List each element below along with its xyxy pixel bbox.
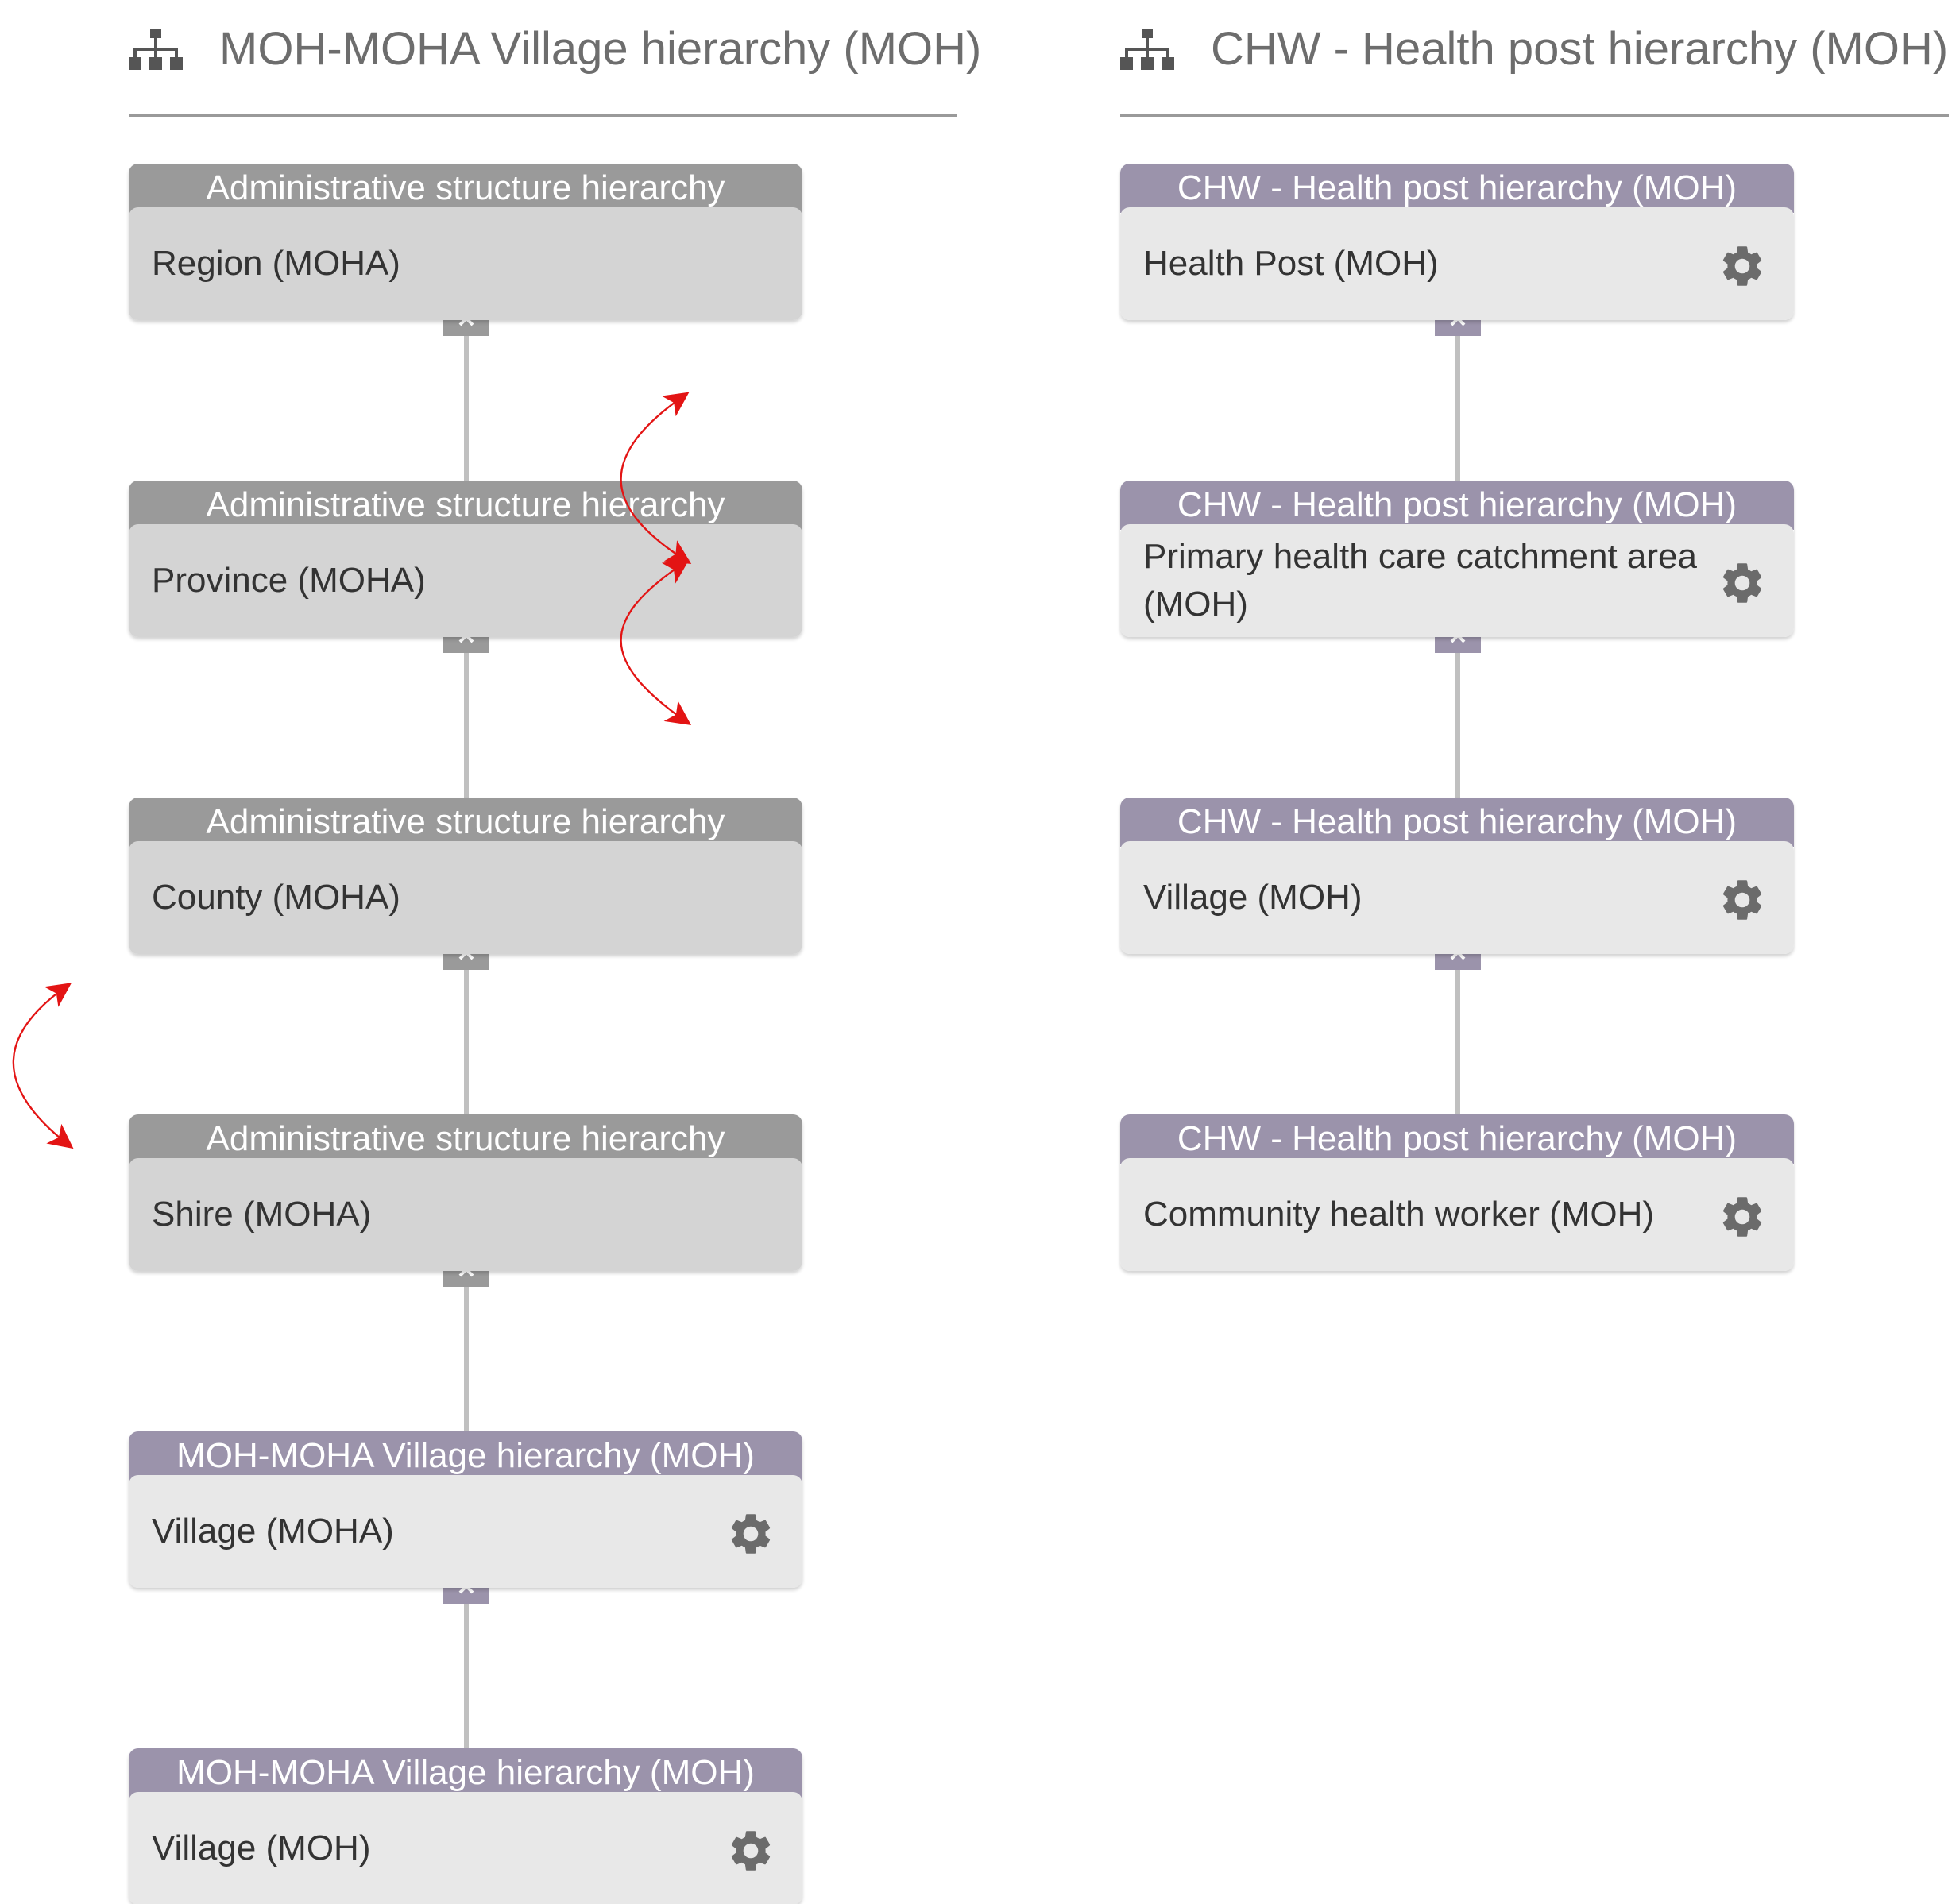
gear-icon[interactable] [726, 1826, 775, 1875]
node-body: Village (MOHA) [129, 1475, 802, 1588]
node-label: Health Post (MOH) [1143, 244, 1439, 283]
hierarchy-icon [1120, 29, 1174, 70]
node-hierarchy-tab: Administrative structure hierarchy [129, 798, 802, 847]
node-body: Region (MOHA) [129, 207, 802, 320]
hierarchy-icon [129, 29, 183, 70]
node-hierarchy-tab: CHW - Health post hierarchy (MOH) [1120, 798, 1794, 847]
connector-line [1455, 334, 1460, 489]
hierarchy-node[interactable]: MOH-MOHA Village hierarchy (MOH) Village… [129, 1431, 802, 1588]
right-column-title: CHW - Health post hierarchy (MOH) [1211, 23, 1949, 75]
node-label: Province (MOHA) [152, 561, 426, 600]
connector-line [464, 1601, 469, 1756]
gear-icon[interactable] [1718, 875, 1767, 925]
annotation-arrow [12, 983, 74, 1149]
node-hierarchy-tab: Administrative structure hierarchy [129, 1114, 802, 1164]
left-column-title: MOH-MOHA Village hierarchy (MOH) [219, 23, 982, 75]
hierarchy-node[interactable]: MOH-MOHA Village hierarchy (MOH) Village… [129, 1748, 802, 1904]
annotation-arrow [620, 392, 692, 564]
gear-icon[interactable] [1718, 558, 1767, 608]
node-hierarchy-tab: MOH-MOHA Village hierarchy (MOH) [129, 1748, 802, 1798]
connector-line [464, 651, 469, 805]
node-label: Village (MOH) [152, 1829, 371, 1867]
gear-icon[interactable] [1718, 1192, 1767, 1242]
connector-line [464, 334, 469, 489]
node-label: Village (MOH) [1143, 878, 1363, 917]
annotation-arrow [620, 559, 692, 725]
gear-icon[interactable] [726, 1509, 775, 1558]
connector-line [464, 967, 469, 1122]
connector-line [1455, 651, 1460, 805]
node-body: Health Post (MOH) [1120, 207, 1794, 320]
connector-line [464, 1284, 469, 1439]
hierarchy-node[interactable]: Administrative structure hierarchy Count… [129, 798, 802, 954]
node-label: Shire (MOHA) [152, 1195, 372, 1234]
node-body: Primary health care catchment area (MOH) [1120, 524, 1794, 637]
node-hierarchy-tab: CHW - Health post hierarchy (MOH) [1120, 481, 1794, 530]
connector-line [1455, 967, 1460, 1122]
hierarchy-node[interactable]: CHW - Health post hierarchy (MOH) Primar… [1120, 481, 1794, 637]
node-body: County (MOHA) [129, 841, 802, 954]
hierarchy-node[interactable]: Administrative structure hierarchy Regio… [129, 164, 802, 320]
hierarchy-node[interactable]: CHW - Health post hierarchy (MOH) Commun… [1120, 1114, 1794, 1271]
node-label: Primary health care catchment area (MOH) [1143, 537, 1697, 624]
node-label: Community health worker (MOH) [1143, 1195, 1655, 1234]
node-hierarchy-tab: CHW - Health post hierarchy (MOH) [1120, 1114, 1794, 1164]
node-label: Village (MOHA) [152, 1512, 394, 1551]
node-label: Region (MOHA) [152, 244, 400, 283]
node-body: Shire (MOHA) [129, 1158, 802, 1271]
node-hierarchy-tab: Administrative structure hierarchy [129, 164, 802, 213]
left-column-header: MOH-MOHA Village hierarchy (MOH) [129, 0, 981, 117]
right-column-header: CHW - Health post hierarchy (MOH) [1120, 0, 1949, 117]
hierarchy-node[interactable]: CHW - Health post hierarchy (MOH) Villag… [1120, 798, 1794, 954]
hierarchy-node[interactable]: CHW - Health post hierarchy (MOH) Health… [1120, 164, 1794, 320]
node-body: Community health worker (MOH) [1120, 1158, 1794, 1271]
hierarchy-node[interactable]: Administrative structure hierarchy Shire… [129, 1114, 802, 1271]
node-hierarchy-tab: MOH-MOHA Village hierarchy (MOH) [129, 1431, 802, 1481]
node-label: County (MOHA) [152, 878, 400, 917]
node-hierarchy-tab: CHW - Health post hierarchy (MOH) [1120, 164, 1794, 213]
node-body: Village (MOH) [1120, 841, 1794, 954]
gear-icon[interactable] [1718, 241, 1767, 291]
node-body: Village (MOH) [129, 1792, 802, 1904]
